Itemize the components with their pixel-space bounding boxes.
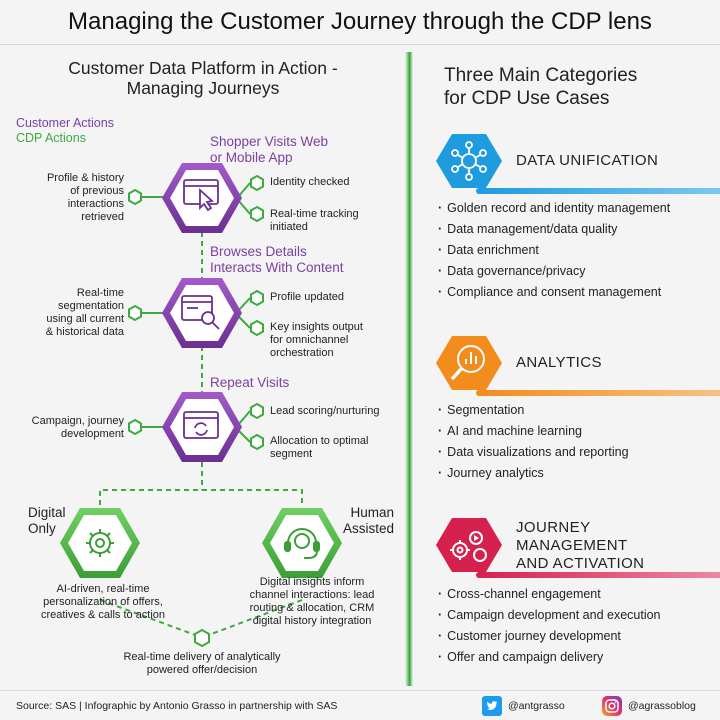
category-items: Golden record and identity management Da… <box>438 198 670 303</box>
category-analytics: ANALYTICS Segmentation AI and machine le… <box>436 334 720 494</box>
list-item: Customer journey development <box>438 626 661 647</box>
step2-title: Browses Details Interacts With Content <box>210 244 344 275</box>
list-item: Data enrichment <box>438 240 670 261</box>
cdp-node <box>250 402 264 420</box>
step2-hex <box>162 278 242 348</box>
human-assisted-desc: Digital insights inform channel interact… <box>249 576 375 627</box>
list-item: Journey analytics <box>438 463 629 484</box>
instagram-handle[interactable]: @agrassoblog <box>628 700 696 712</box>
step1-right-top: Identity checked <box>270 176 350 188</box>
category-label: DATA UNIFICATION <box>516 152 659 169</box>
cdp-node <box>250 433 264 451</box>
page-title: Managing the Customer Journey through th… <box>68 8 652 35</box>
journey-diagram <box>60 163 342 648</box>
cdp-node <box>128 418 142 436</box>
cdp-node <box>250 174 264 192</box>
cdp-node <box>128 188 142 206</box>
final-delivery-desc: Real-time delivery of analytically power… <box>123 651 281 676</box>
magnifier-chart-icon <box>436 336 502 390</box>
cdp-node <box>250 205 264 223</box>
browser-click-icon <box>183 179 219 212</box>
step3-left-desc: Campaign, journey development <box>31 415 124 440</box>
step3-hex <box>162 392 242 462</box>
list-item: AI and machine learning <box>438 421 629 442</box>
digital-only-label: Digital Only <box>28 505 66 536</box>
step1-right-bottom: Real-time tracking initiated <box>270 208 359 233</box>
network-hexagon-icon <box>436 134 502 188</box>
headset-icon <box>284 528 320 559</box>
gear-icon <box>86 529 114 557</box>
list-item: Data governance/privacy <box>438 261 670 282</box>
category-bar <box>476 188 720 194</box>
step1-title: Shopper Visits Web or Mobile App <box>210 134 329 165</box>
footer-source: Source: SAS | Infographic by Antonio Gra… <box>16 700 338 712</box>
legend-cdp-actions: CDP Actions <box>16 131 86 145</box>
list-item: Cross-channel engagement <box>438 584 661 605</box>
category-bar <box>476 572 720 578</box>
step1-left-desc: Profile & history of previous interactio… <box>46 172 124 223</box>
twitter-handle[interactable]: @antgrasso <box>508 700 565 712</box>
digital-only-hex <box>60 508 140 578</box>
list-item: Data management/data quality <box>438 219 670 240</box>
cdp-node <box>194 628 210 648</box>
cdp-nodes <box>128 174 264 648</box>
category-bar <box>476 390 720 396</box>
browser-refresh-icon <box>183 411 219 439</box>
step2-right-bottom: Key insights output for omnichannel orch… <box>270 321 363 359</box>
category-label: JOURNEY MANAGEMENT AND ACTIVATION <box>516 519 645 572</box>
category-data-unification: DATA UNIFICATION Golden record and ident… <box>436 132 720 312</box>
column-divider <box>405 52 413 686</box>
legend-customer-actions: Customer Actions <box>16 116 114 130</box>
instagram-icon[interactable] <box>602 696 622 716</box>
legend: Customer Actions CDP Actions <box>16 116 114 146</box>
list-item: Segmentation <box>438 400 629 421</box>
list-item: Golden record and identity management <box>438 198 670 219</box>
category-journey-management: JOURNEY MANAGEMENT AND ACTIVATION Cross-… <box>436 516 720 672</box>
step3-right-top: Lead scoring/nurturing <box>270 405 380 417</box>
left-heading-line2: Managing Journeys <box>126 78 280 98</box>
title-divider <box>0 44 720 45</box>
browser-search-icon <box>181 295 220 330</box>
list-item: Compliance and consent management <box>438 282 670 303</box>
left-heading: Customer Data Platform in Action - Manag… <box>18 58 388 98</box>
list-item: Data visualizations and reporting <box>438 442 628 463</box>
footer: Source: SAS | Infographic by Antonio Gra… <box>0 690 720 720</box>
step3-title: Repeat Visits <box>210 375 290 390</box>
list-item: Offer and campaign delivery <box>438 647 661 668</box>
category-items: Segmentation AI and machine learning Dat… <box>438 400 629 484</box>
digital-only-desc: AI-driven, real-time personalization of … <box>40 583 166 621</box>
list-item: Campaign development and execution <box>438 605 660 626</box>
cdp-node <box>250 289 264 307</box>
category-items: Cross-channel engagement Campaign develo… <box>438 584 661 668</box>
gears-play-icon <box>436 518 502 572</box>
category-label: ANALYTICS <box>516 354 602 371</box>
step2-left-desc: Real-time segmentation using all current… <box>45 287 124 338</box>
human-assisted-hex <box>262 508 342 578</box>
right-heading: Three Main Categories for CDP Use Cases <box>444 65 638 109</box>
step1-hex <box>162 163 242 233</box>
flow-connectors <box>99 232 303 637</box>
cdp-node <box>250 319 264 337</box>
left-heading-line1: Customer Data Platform in Action - <box>68 58 338 78</box>
twitter-icon[interactable] <box>482 696 502 716</box>
human-assisted-label: Human Assisted <box>342 505 394 536</box>
step3-right-bottom: Allocation to optimal segment <box>270 435 369 460</box>
step2-right-top: Profile updated <box>270 291 344 303</box>
cdp-node <box>128 304 142 322</box>
